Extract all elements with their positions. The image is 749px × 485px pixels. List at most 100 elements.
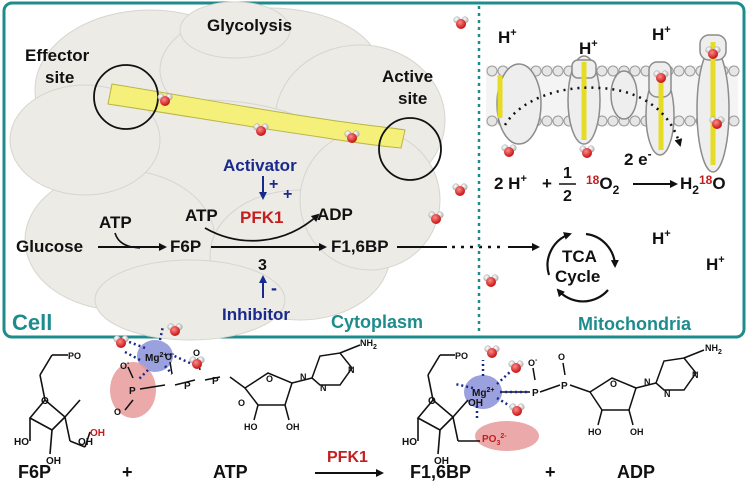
svg-text:N: N xyxy=(664,389,671,399)
svg-text:H+: H+ xyxy=(652,24,671,44)
plus-1: + xyxy=(122,462,133,482)
svg-text:O: O xyxy=(428,396,436,407)
electrons-label: 2 e- xyxy=(624,147,652,169)
phosphate-highlight-left xyxy=(110,362,156,418)
bottom-panel: PO O HO OH OH OH xyxy=(14,323,722,482)
water-formation-equation: 2 H+ + 1 2 18O2 H218O xyxy=(494,165,726,205)
svg-text:H218O: H218O xyxy=(680,173,726,197)
glucose-label: Glucose xyxy=(16,237,83,256)
svg-text:PO: PO xyxy=(455,351,468,361)
f6p-label: F6P xyxy=(170,237,201,256)
activator-label: Activator xyxy=(223,156,297,175)
svg-text:P: P xyxy=(532,388,539,399)
f6p-name: F6P xyxy=(18,462,51,482)
f16bp-label: F1,6BP xyxy=(331,237,389,256)
svg-text:P: P xyxy=(184,381,191,392)
svg-text:HO: HO xyxy=(244,422,258,432)
atp-to-adp-curve xyxy=(204,213,320,242)
effector-site-label-1: Effector xyxy=(25,46,90,65)
top-panel: Glycolysis Effector site Active site Act… xyxy=(2,1,746,341)
svg-text:HO: HO xyxy=(14,437,29,448)
svg-text:O-: O- xyxy=(165,351,175,362)
f16bp-structure xyxy=(416,354,480,455)
svg-text:P: P xyxy=(561,381,568,392)
tca-line-2: Cycle xyxy=(555,267,600,286)
svg-text:H+: H+ xyxy=(579,38,598,58)
svg-text:O: O xyxy=(558,352,565,362)
svg-text:O: O xyxy=(266,374,273,384)
proton-labels: H+ H+ H+ H+ H+ xyxy=(498,24,725,274)
svg-text:HO: HO xyxy=(588,427,602,437)
adp-label: ADP xyxy=(317,205,353,224)
svg-text:O-: O- xyxy=(528,357,538,368)
active-site-label-1: Active xyxy=(382,67,433,86)
svg-text:OH: OH xyxy=(434,456,449,467)
activator-plus-2: + xyxy=(283,186,292,203)
inhibitor-minus: - xyxy=(271,278,277,298)
svg-text:2: 2 xyxy=(563,188,572,205)
activator-plus-1: + xyxy=(269,176,278,193)
glycolysis-title: Glycolysis xyxy=(207,16,292,35)
svg-text:P: P xyxy=(212,376,219,387)
active-site-circle xyxy=(378,117,442,181)
svg-text:Mg2+: Mg2+ xyxy=(472,387,494,399)
svg-text:O: O xyxy=(114,407,121,417)
pfk1-label: PFK1 xyxy=(240,208,283,227)
mitochondrial-membrane xyxy=(486,34,740,173)
tca-cycle: TCA Cycle xyxy=(546,232,619,303)
alpha-helix xyxy=(107,83,406,149)
svg-text:P: P xyxy=(129,386,136,397)
mg-highlight-left xyxy=(137,340,173,372)
atp-glucose-label: ATP xyxy=(99,213,132,232)
svg-text:HO: HO xyxy=(402,437,417,448)
svg-text:Mg2+: Mg2+ xyxy=(145,352,167,364)
svg-text:NH2: NH2 xyxy=(705,343,722,356)
svg-text:O: O xyxy=(41,396,49,407)
svg-text:18O2: 18O2 xyxy=(586,173,620,197)
svg-text:N: N xyxy=(692,370,699,380)
svg-text:PO32-: PO32- xyxy=(482,433,507,447)
atp-name: ATP xyxy=(213,462,248,482)
inhibitor-label: Inhibitor xyxy=(222,305,290,324)
protein-surface xyxy=(9,1,446,341)
svg-text:OH: OH xyxy=(468,398,483,409)
svg-text:N: N xyxy=(300,372,307,382)
atp-enzyme-label: ATP xyxy=(185,206,218,225)
svg-text:2 H+: 2 H+ xyxy=(494,173,527,193)
mitochondria-label: Mitochondria xyxy=(578,314,692,334)
electron-transport-path xyxy=(503,86,683,147)
svg-text:O: O xyxy=(193,348,200,358)
svg-text:N: N xyxy=(320,383,327,393)
f6p-structure xyxy=(28,354,91,455)
svg-text:NH2: NH2 xyxy=(360,338,377,351)
svg-text:O: O xyxy=(610,379,617,389)
svg-text:O-: O- xyxy=(120,360,130,371)
active-site-label-2: site xyxy=(398,89,427,108)
adp-name: ADP xyxy=(617,462,655,482)
svg-text:N: N xyxy=(644,377,651,387)
svg-text:+: + xyxy=(542,174,552,193)
pfk1-index: 3 xyxy=(258,257,267,274)
atp-chain xyxy=(124,344,361,421)
svg-text:OH: OH xyxy=(46,456,61,467)
svg-text:OH: OH xyxy=(78,437,93,448)
effector-site-label-2: site xyxy=(45,68,74,87)
svg-text:O: O xyxy=(238,398,245,408)
reaction-enzyme: PFK1 xyxy=(327,449,368,466)
cell-label: Cell xyxy=(12,310,52,335)
svg-text:N: N xyxy=(348,365,355,375)
f16bp-name: F1,6BP xyxy=(410,462,471,482)
svg-text:OH: OH xyxy=(286,422,300,432)
svg-text:PO: PO xyxy=(68,351,81,361)
mg-coordination-right xyxy=(454,360,530,420)
svg-text:1: 1 xyxy=(563,165,572,182)
plus-2: + xyxy=(545,462,556,482)
svg-text:H+: H+ xyxy=(498,27,517,47)
phosphate-highlight-right xyxy=(475,421,539,451)
svg-text:OH: OH xyxy=(90,428,105,439)
tca-line-1: TCA xyxy=(562,247,597,266)
svg-text:H+: H+ xyxy=(652,228,671,248)
mg-coordination-left xyxy=(123,325,193,381)
mg-highlight-right xyxy=(464,375,502,409)
